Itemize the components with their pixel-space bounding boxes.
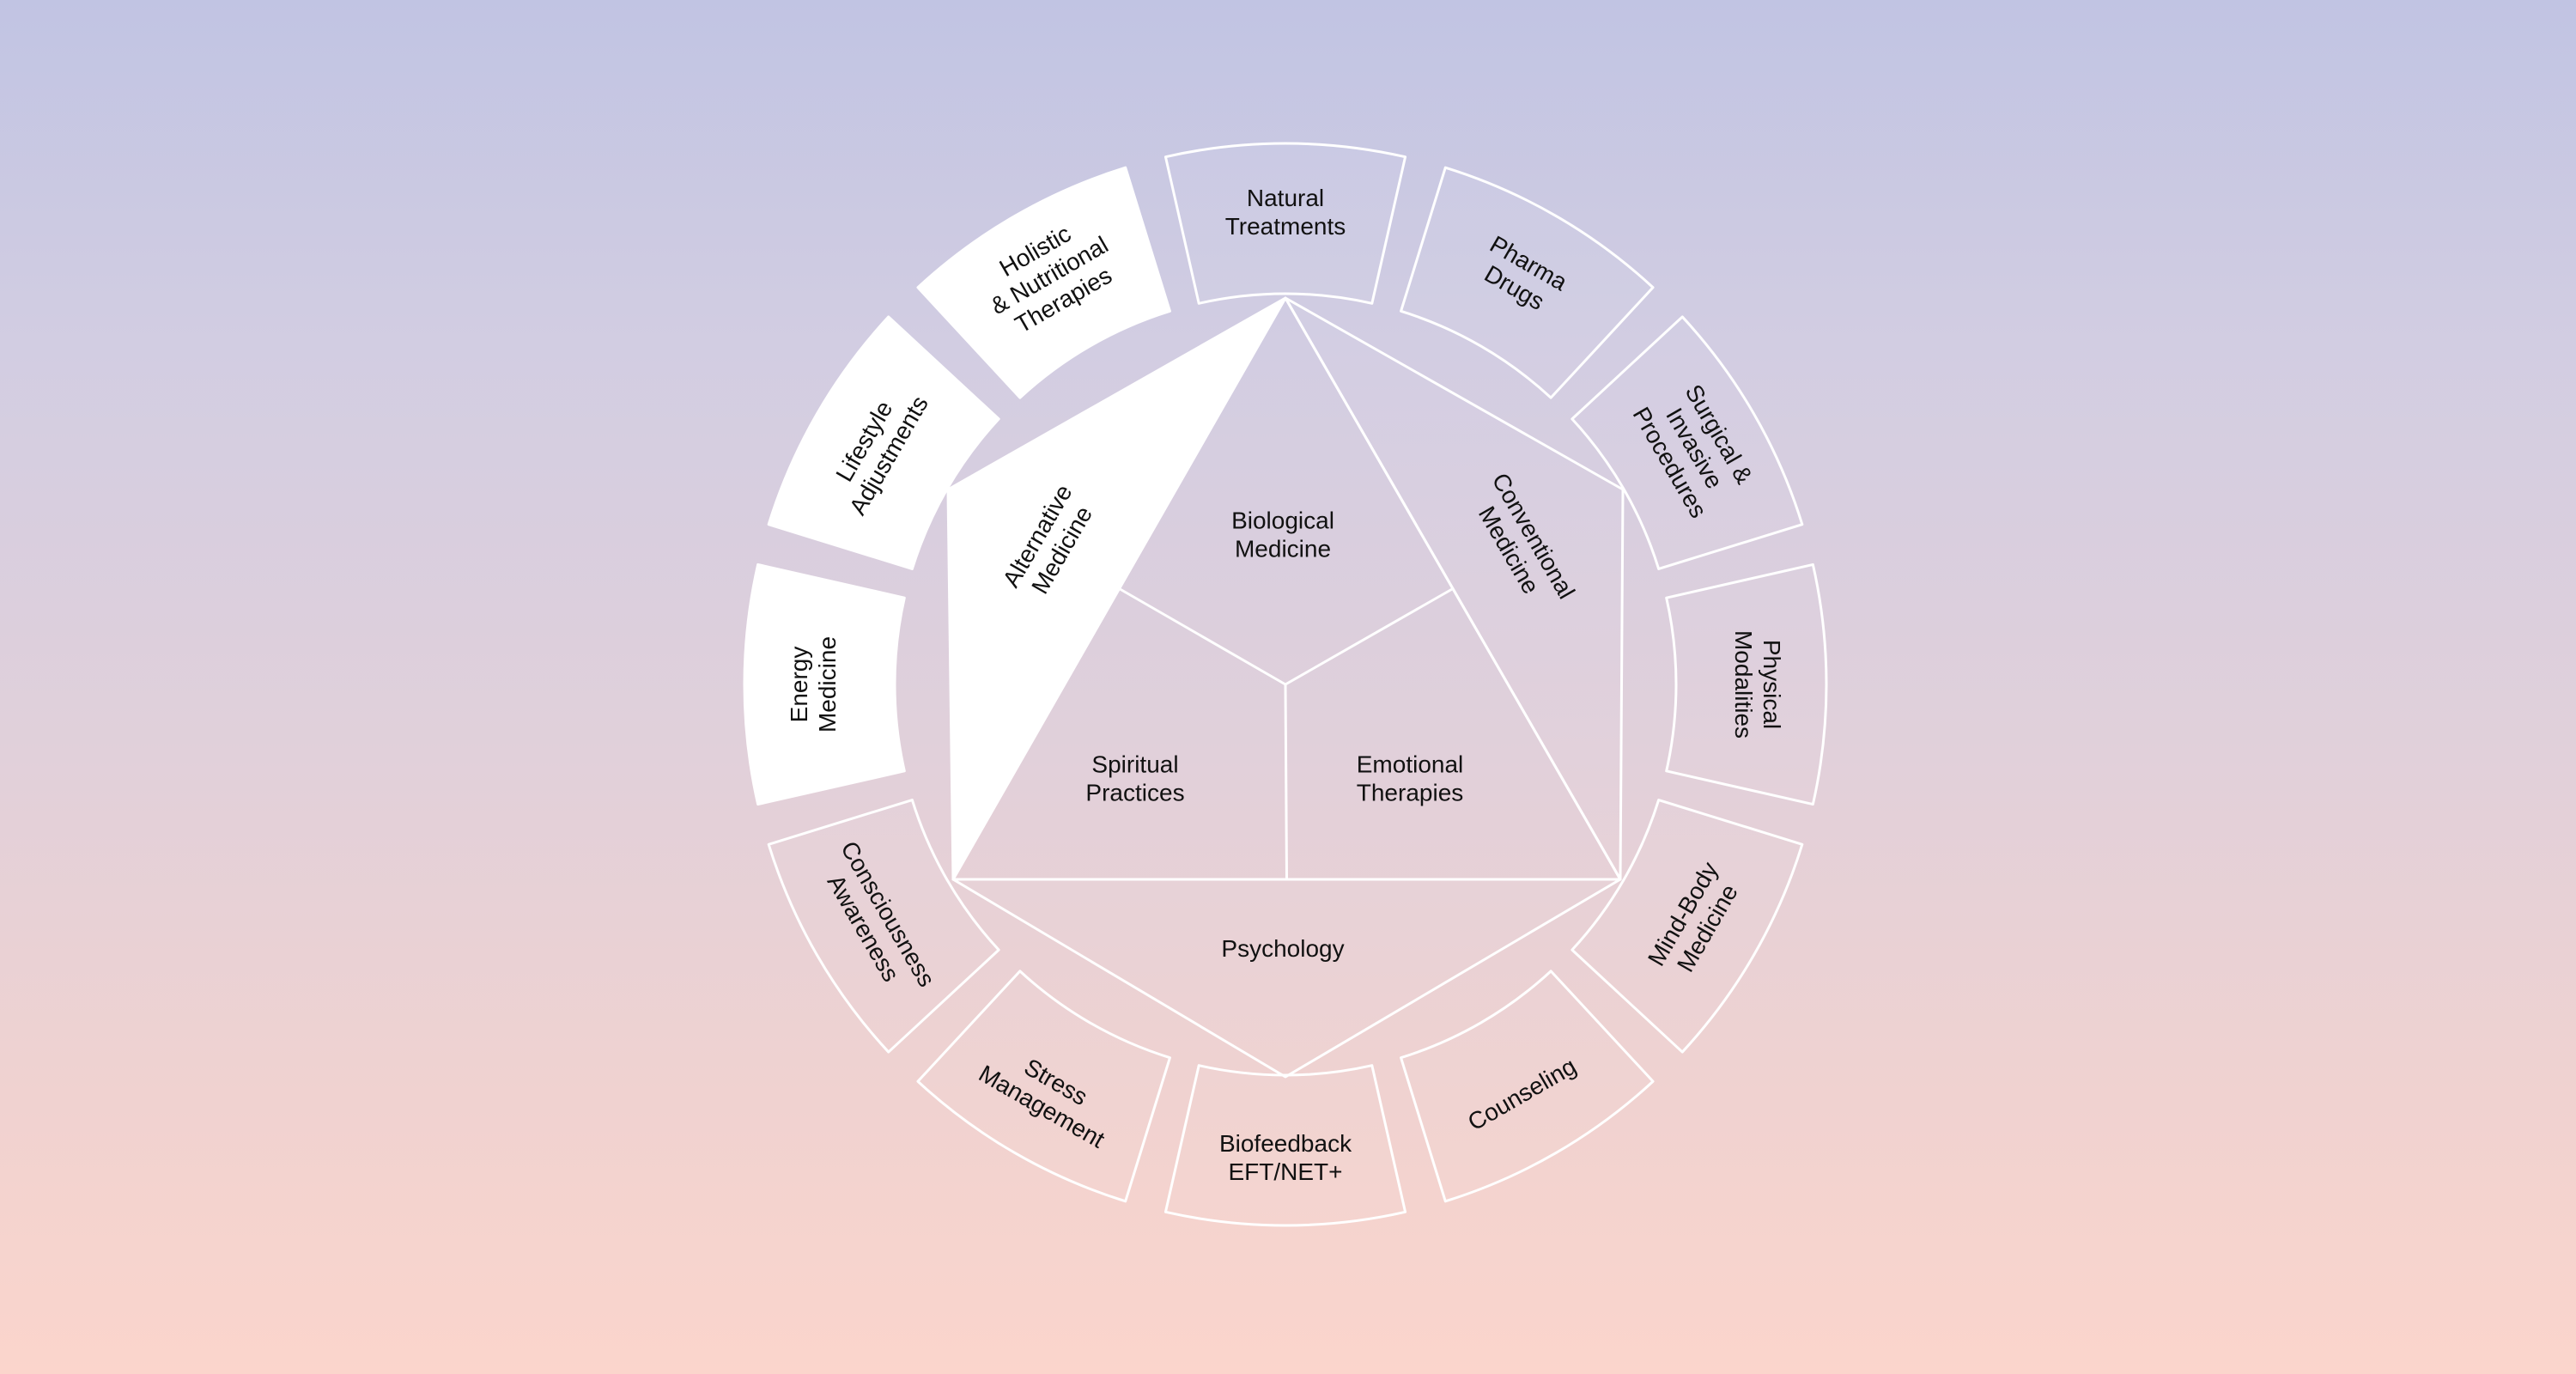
divider-bottom bbox=[1284, 684, 1288, 880]
ring-label-energy-medicine: EnergyMedicine bbox=[786, 636, 841, 733]
ring-segment-counseling bbox=[1400, 970, 1655, 1203]
ring-segment-energy-medicine bbox=[743, 562, 906, 806]
ring-segment-surgical-invasive-procedures bbox=[1571, 315, 1804, 570]
ring-segment-stress-management bbox=[916, 970, 1171, 1203]
center-triangle bbox=[946, 296, 1625, 1079]
outer-ring bbox=[743, 142, 1828, 1227]
ring-segment-natural-treatments bbox=[1163, 142, 1407, 305]
ring-segment-pharma-drugs bbox=[1400, 166, 1655, 399]
ring-segment-holistic-nutritional-therapies bbox=[916, 166, 1171, 399]
ring-segment-biofeedback-eft-net bbox=[1163, 1064, 1407, 1227]
ring-segment-physical-modalities bbox=[1665, 562, 1828, 806]
ring-label-physical-modalities: PhysicalModalities bbox=[1730, 630, 1785, 739]
divider-right bbox=[1285, 587, 1454, 686]
region-label-psychology: Psychology bbox=[1221, 935, 1344, 962]
ring-segment-lifestyle-adjustments bbox=[767, 315, 1000, 570]
divider-left bbox=[1118, 587, 1286, 686]
ring-segment-mind-body-medicine bbox=[1571, 799, 1804, 1054]
ring-segment-consciousness-awareness bbox=[767, 799, 1000, 1054]
